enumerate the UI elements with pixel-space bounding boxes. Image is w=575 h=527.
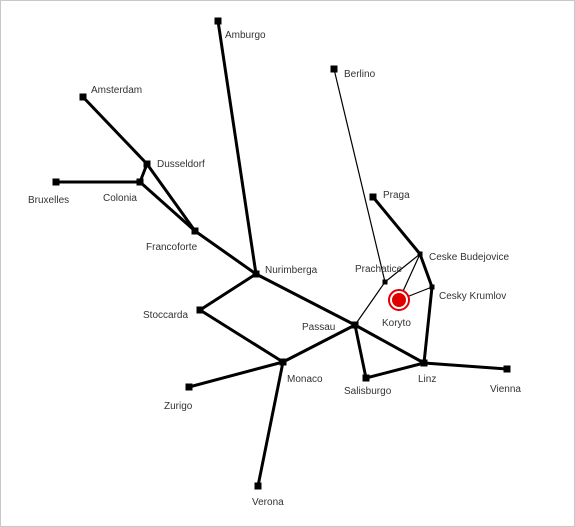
city-node-zurigo[interactable]: [185, 383, 193, 391]
city-label-cesky-krumlov: Cesky Krumlov: [439, 291, 506, 302]
city-label-prachatice: Prachatice: [355, 264, 403, 275]
city-node-colonia[interactable]: [136, 178, 144, 186]
city-node-salisburgo[interactable]: [362, 374, 370, 382]
city-label-salisburgo: Salisburgo: [344, 386, 392, 397]
city-label-praga: Praga: [383, 190, 410, 201]
city-label-verona: Verona: [252, 497, 284, 508]
city-node-passau[interactable]: [351, 321, 359, 329]
route-monaco-verona: [256, 360, 285, 488]
route-prachatice-ceske-budejovice: [384, 253, 421, 283]
route-prachatice-passau: [354, 281, 386, 326]
city-node-prachatice[interactable]: [382, 279, 388, 285]
city-label-bruxelles: Bruxelles: [28, 195, 69, 206]
route-berlino-prachatice: [333, 68, 386, 283]
city-label-amsterdam: Amsterdam: [91, 85, 142, 96]
city-label-dusseldorf: Dusseldorf: [157, 159, 205, 170]
city-label-zurigo: Zurigo: [164, 401, 193, 412]
route-monaco-zurigo: [187, 360, 285, 389]
nodes-layer: [52, 17, 511, 490]
city-node-dusseldorf[interactable]: [143, 160, 151, 168]
city-label-ceske-budejovice: Ceske Budejovice: [429, 252, 509, 263]
route-amsterdam-dusseldorf: [81, 95, 149, 166]
city-node-monaco[interactable]: [279, 358, 287, 366]
route-monaco-passau: [281, 323, 357, 364]
route-linz-vienna: [422, 361, 509, 371]
city-label-colonia: Colonia: [103, 193, 137, 204]
labels-layer: AmburgoBerlinoAmsterdamDusseldorfBruxell…: [28, 30, 521, 508]
city-node-vienna[interactable]: [503, 365, 511, 373]
city-node-francoforte[interactable]: [191, 227, 199, 235]
city-node-amsterdam[interactable]: [79, 93, 87, 101]
route-salisburgo-linz: [364, 361, 426, 380]
city-node-verona[interactable]: [254, 482, 262, 490]
city-label-linz: Linz: [418, 374, 436, 385]
route-stoccarda-monaco: [198, 308, 285, 364]
city-node-stoccarda[interactable]: [196, 306, 204, 314]
city-label-nurimberga: Nurimberga: [265, 265, 318, 276]
city-node-cesky-krumlov[interactable]: [429, 284, 435, 290]
route-nurimberga-passau: [254, 272, 357, 327]
city-node-amburgo[interactable]: [214, 17, 222, 25]
route-cesky-krumlov-ceske-budejovice: [418, 252, 434, 289]
route-ceske-budejovice-praga: [371, 195, 422, 256]
city-label-stoccarda: Stoccarda: [143, 310, 188, 321]
route-colonia-francoforte: [138, 180, 197, 233]
city-node-linz[interactable]: [420, 359, 428, 367]
city-node-nurimberga[interactable]: [252, 270, 260, 278]
route-passau-linz: [353, 323, 426, 365]
city-node-berlino[interactable]: [330, 65, 338, 73]
city-label-monaco: Monaco: [287, 374, 323, 385]
city-label-berlino: Berlino: [344, 69, 376, 80]
routes-layer: [54, 19, 509, 488]
city-label-passau: Passau: [302, 322, 335, 333]
route-dusseldorf-francoforte: [145, 162, 197, 233]
city-label-vienna: Vienna: [490, 384, 521, 395]
city-label-amburgo: Amburgo: [225, 30, 266, 41]
route-amburgo-nurimberga: [216, 19, 258, 276]
city-label-francoforte: Francoforte: [146, 242, 198, 253]
location-marker-icon[interactable]: [388, 289, 410, 311]
city-node-bruxelles[interactable]: [52, 178, 60, 186]
route-linz-cesky-krumlov: [422, 285, 434, 365]
route-nurimberga-stoccarda: [198, 272, 258, 312]
route-francoforte-nurimberga: [193, 229, 258, 276]
city-node-ceske-budejovice[interactable]: [417, 251, 423, 257]
marker-layer: [388, 289, 410, 311]
city-node-praga[interactable]: [369, 193, 377, 201]
route-passau-salisburgo: [353, 323, 368, 380]
city-label-koryto: Koryto: [382, 318, 411, 329]
